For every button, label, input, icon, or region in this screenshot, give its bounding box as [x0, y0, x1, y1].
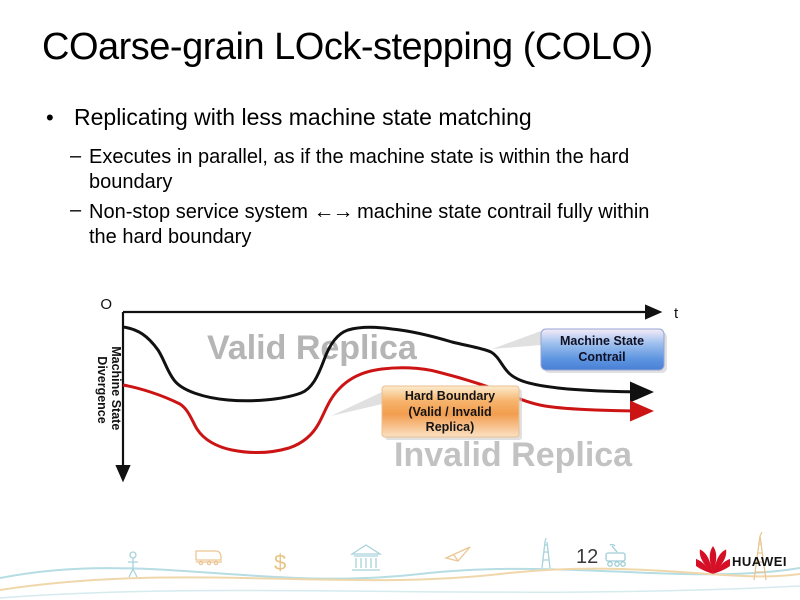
- contrail-box-line2: Contrail: [578, 350, 625, 364]
- plane-doodle: [444, 546, 471, 562]
- sub-bullet-2: – Non-stop service system ←→ machine sta…: [70, 199, 667, 250]
- boundary-callout-line: [331, 392, 382, 416]
- y-axis-label-line1: Machine State: [109, 346, 123, 430]
- valid-replica-curve: [122, 325, 654, 403]
- huawei-logo: HUAWEI: [696, 545, 796, 585]
- small-tower-doodle: [541, 537, 551, 569]
- x-axis-label: t: [674, 305, 679, 322]
- contrail-callout-line: [492, 331, 541, 349]
- dash: –: [70, 145, 82, 167]
- dash: –: [70, 199, 82, 221]
- dollar-doodle: $: [274, 550, 286, 575]
- sub-bullet-1-text: Executes in parallel, as if the machine …: [89, 146, 630, 193]
- wave-teal: [0, 567, 800, 580]
- wave-teal-light: [0, 585, 800, 599]
- contrail-box-line1: Machine State: [560, 334, 644, 348]
- bank-doodle: [349, 544, 383, 571]
- boundary-box-line1: Hard Boundary: [405, 389, 495, 403]
- tall-tower-doodle: [753, 531, 767, 581]
- boundary-box-line2: (Valid / Invalid: [408, 405, 491, 419]
- sub-bullet-1: – Executes in parallel, as if the machin…: [70, 145, 667, 195]
- huawei-logo-text: HUAWEI: [732, 554, 787, 569]
- origin-label: O: [100, 296, 112, 313]
- double-arrow-icon: ←→: [313, 200, 354, 223]
- y-axis-label-line2: Divergence: [95, 356, 109, 423]
- y-axis-label: Machine State Divergence: [95, 346, 123, 434]
- train-doodle: [195, 550, 222, 566]
- valid-replica-label: Valid Replica: [207, 329, 418, 367]
- boundary-box-line3: Replica): [426, 420, 475, 434]
- hard-boundary-box: Hard Boundary (Valid / Invalid Replica): [381, 385, 522, 440]
- invalid-replica-label: Invalid Replica: [394, 436, 633, 474]
- bullet-main: • Replicating with less machine state ma…: [46, 103, 734, 132]
- sub-bullet-2-after: machine state contrail fully within the …: [89, 201, 650, 249]
- machine-state-contrail-box: Machine State Contrail: [540, 328, 667, 373]
- sub-bullet-2-before: Non-stop service system: [89, 201, 314, 223]
- bullet-dot: •: [46, 105, 54, 130]
- wave-orange: [0, 567, 800, 591]
- person-doodle: [128, 551, 138, 578]
- slide-title: COarse-grain LOck-stepping (COLO): [42, 26, 653, 68]
- huawei-logo-icon: [696, 546, 730, 574]
- page-number: 12: [576, 546, 599, 568]
- footer-waves: $: [0, 531, 800, 599]
- sub-bullet-2-text: Non-stop service system ←→ machine state…: [89, 199, 667, 250]
- bullet-main-text: Replicating with less machine state matc…: [74, 104, 532, 130]
- divergence-diagram: Valid Replica Invalid Replica O t Machin…: [95, 296, 679, 483]
- rover-doodle: [605, 543, 626, 567]
